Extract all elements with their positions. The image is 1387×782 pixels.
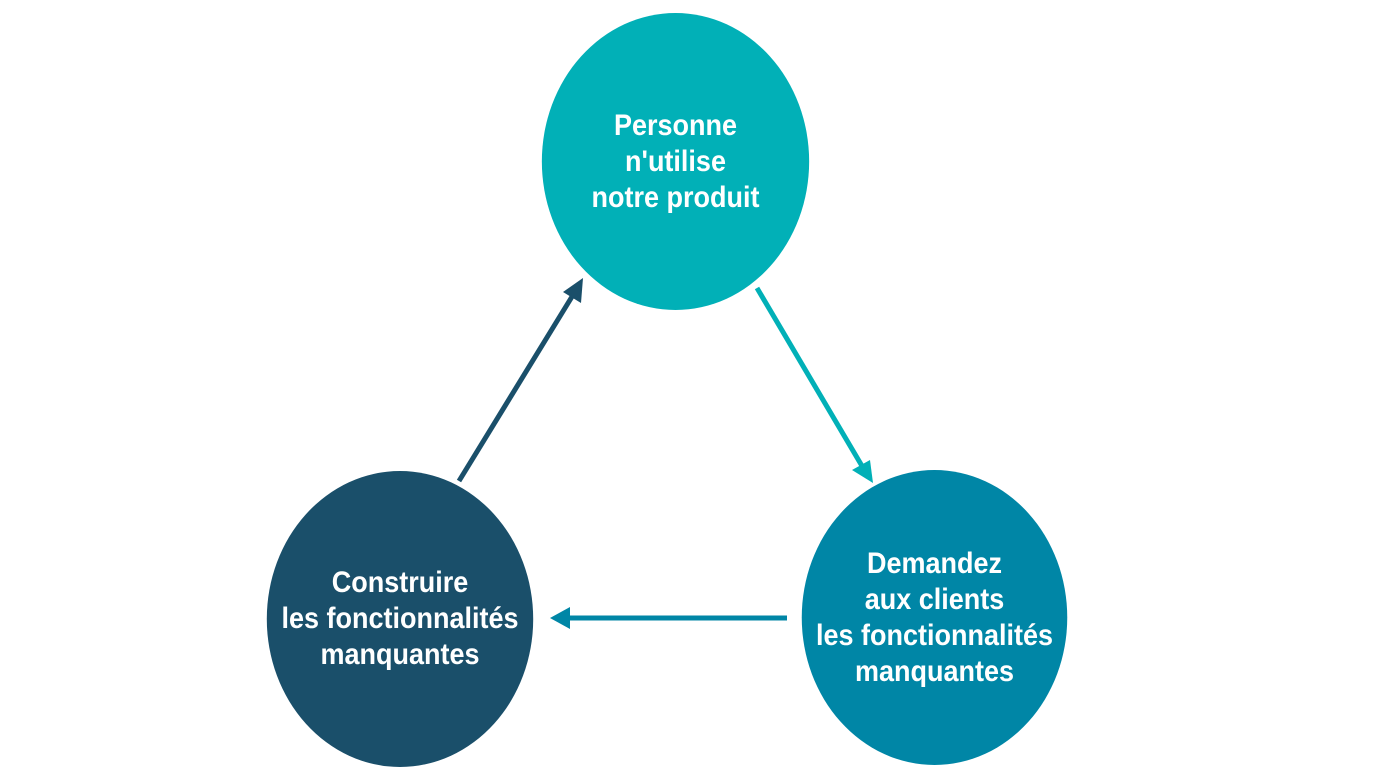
node-ask-customers: Demandez aux clients les fonctionnalités…: [801, 470, 1068, 765]
node-top-line: n'utilise: [625, 144, 726, 178]
node-left-line: Construire: [331, 566, 469, 599]
node-right-line: aux clients: [864, 582, 1005, 616]
node-right-line: Demandez: [866, 546, 1003, 580]
node-left-line: les fonctionnalités: [281, 602, 519, 635]
node-build-features: Construire les fonctionnalités manquante…: [266, 471, 534, 767]
node-right-line: les fonctionnalités: [815, 618, 1054, 652]
arrow-top-to-right: [754, 286, 873, 483]
arrow-right-to-left: [550, 607, 787, 629]
node-top-line: notre produit: [591, 180, 760, 214]
node-right-line: manquantes: [854, 654, 1015, 688]
node-nobody-uses-product: Personne n'utilise notre produit: [541, 13, 810, 310]
arrow-left-to-top: [456, 278, 583, 483]
node-top-line: Personne: [613, 108, 738, 142]
node-left-line: manquantes: [320, 638, 480, 671]
